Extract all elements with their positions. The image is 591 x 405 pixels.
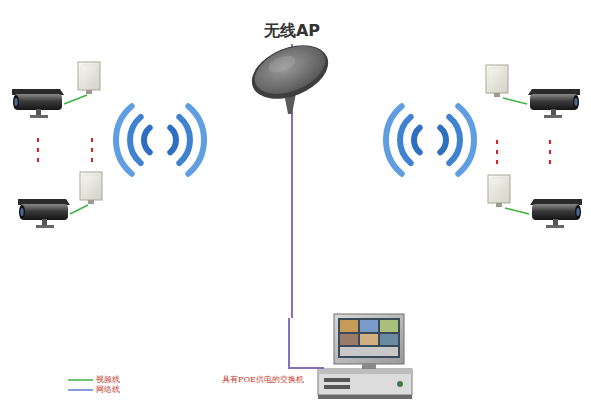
device-title: 无线AP [240, 18, 344, 44]
switch-box: 具有POE供电的交换机 [214, 318, 414, 402]
device-label: 具有POE供电的交换机 [222, 374, 304, 385]
legend-text: 视频线 [96, 374, 120, 385]
legend-line [68, 389, 93, 391]
ap-label-box: 无线AP [240, 18, 344, 44]
legend-text: 网络线 [96, 384, 120, 395]
legend-line [68, 379, 93, 381]
